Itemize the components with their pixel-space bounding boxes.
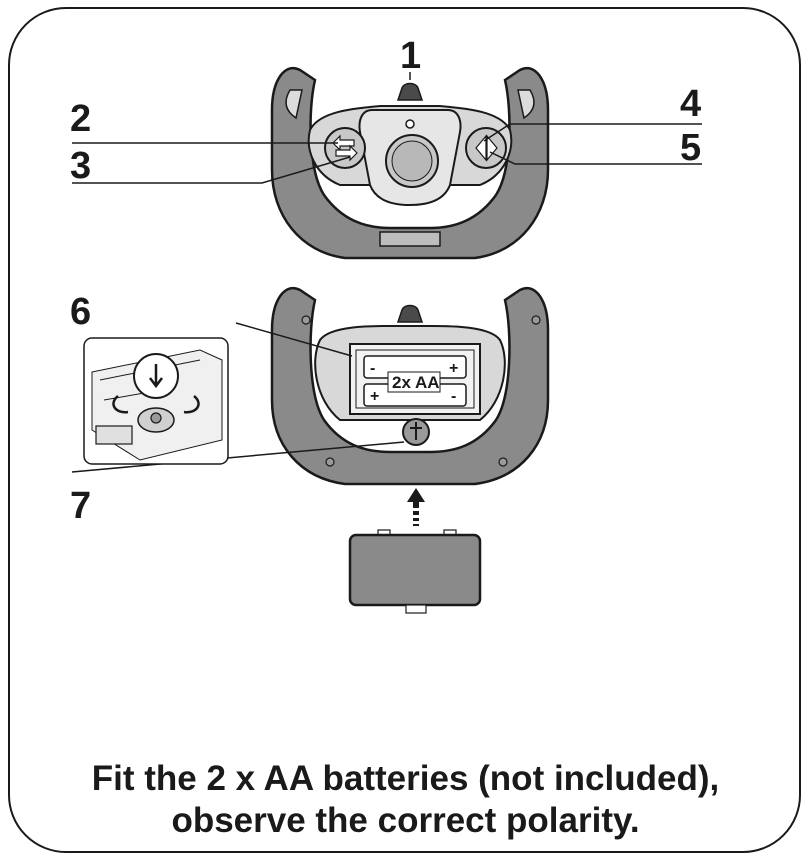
polarity-plus-top: + xyxy=(449,360,458,377)
callout-3: 3 xyxy=(70,145,91,187)
controller-front-view xyxy=(72,67,702,260)
polarity-minus-bottom: - xyxy=(451,388,456,405)
power-led xyxy=(405,119,415,129)
arrow-button-right-icon[interactable] xyxy=(465,127,507,169)
antenna-trigger[interactable] xyxy=(396,82,424,101)
insert-arrow xyxy=(407,488,425,526)
callout-2: 2 xyxy=(70,98,91,140)
callout-5: 5 xyxy=(680,127,701,169)
leader-line-3 xyxy=(72,156,351,184)
leader-line-6 xyxy=(235,322,353,357)
steering-wheel-rear xyxy=(270,287,550,486)
left-grip-highlight xyxy=(285,89,303,120)
controller-rear-view: 2x AA - + + - xyxy=(71,287,550,486)
polarity-minus-top: - xyxy=(370,360,375,377)
instruction-caption: Fit the 2 x AA batteries (not included),… xyxy=(0,758,811,842)
screw-icon xyxy=(301,315,311,325)
battery-cover[interactable] xyxy=(348,529,482,614)
callout-6: 6 xyxy=(70,291,91,333)
instruction-panel-frame xyxy=(8,7,801,853)
caption-line-2: observe the correct polarity. xyxy=(171,801,640,840)
callout-7: 7 xyxy=(70,485,91,527)
leader-line-4 xyxy=(483,123,702,142)
screw-icon xyxy=(498,457,508,467)
leader-line-5 xyxy=(489,151,702,165)
screw-icon xyxy=(531,315,541,325)
rotate-arrow-icon xyxy=(112,395,129,414)
leader-line-7 xyxy=(71,441,405,473)
screw-icon xyxy=(325,457,335,467)
polarity-plus-bottom: + xyxy=(370,388,379,405)
screw-detail-inset xyxy=(83,337,229,465)
wheel-bottom-notch xyxy=(379,231,441,247)
rotate-arrow-icon xyxy=(183,395,200,414)
cover-screw[interactable] xyxy=(402,418,430,446)
caption-line-1: Fit the 2 x AA batteries (not included), xyxy=(91,759,720,798)
down-arrow-icon xyxy=(149,364,163,389)
steering-wheel-front xyxy=(270,67,550,260)
right-grip-highlight xyxy=(517,89,535,120)
antenna-rear xyxy=(396,304,424,323)
callout-4: 4 xyxy=(680,83,701,125)
up-arrow-icon xyxy=(407,488,425,508)
callout-1: 1 xyxy=(400,35,421,77)
battery-label: 2x AA xyxy=(392,373,440,392)
arrow-button-left-icon[interactable] xyxy=(324,127,366,169)
